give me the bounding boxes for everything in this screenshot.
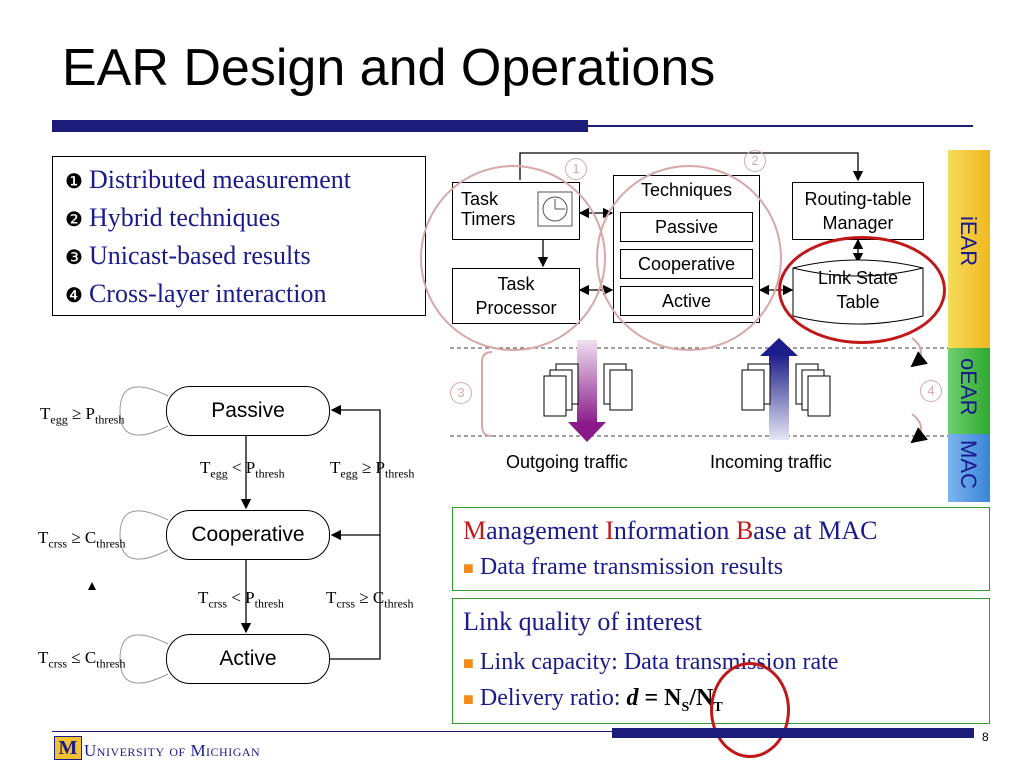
cond-coop-to-active: Tcrss < Pthresh: [198, 588, 284, 611]
cond-passive-self: Tegg ≥ Pthresh: [40, 404, 125, 427]
title-underline-line: [588, 125, 973, 127]
highlight-circle-timers: [420, 165, 606, 351]
oear-label: oEAR: [956, 358, 981, 416]
mib-bullet: ■ Data frame transmission results: [463, 554, 784, 580]
cond-coop-self: Tcrss ≥ Cthresh: [38, 528, 126, 551]
incoming-traffic-label: Incoming traffic: [710, 452, 832, 472]
footer-bar: [612, 728, 974, 738]
number-1-icon: ❶: [65, 169, 83, 193]
footer-line: [52, 731, 612, 732]
outgoing-arrow-shaft: [577, 340, 597, 424]
marker-4: 4: [920, 380, 942, 402]
link-quality-title: Link quality of interest: [463, 607, 703, 636]
iear-label: iEAR: [956, 216, 981, 267]
highlight-ellipse-link-state: [778, 236, 946, 344]
state-passive: Passive: [166, 386, 330, 436]
state-active: Active: [166, 634, 330, 684]
cond-active-self: Tcrss ≤ Cthresh: [38, 648, 126, 671]
number-2-icon: ❷: [65, 207, 83, 231]
state-cooperative: Cooperative: [166, 510, 330, 560]
cond-active-to-coop: Tcrss ≥ Cthresh: [326, 588, 414, 611]
page-number: 8: [982, 730, 989, 744]
mib-title: Management Information Base at MAC: [463, 516, 878, 545]
number-3-icon: ❸: [65, 245, 83, 269]
iear-layer-bar: [948, 150, 990, 348]
oear-layer-bar: [948, 348, 990, 434]
marker-3: 3: [450, 382, 472, 404]
link-quality-bullet-delivery: ■ Delivery ratio: d = NS/NT: [463, 685, 723, 715]
cond-coop-to-passive: Tegg ≥ Pthresh: [330, 458, 415, 481]
number-4-icon: ❹: [65, 283, 83, 307]
university-logo-icon: M: [54, 736, 82, 760]
marker-1: 1: [565, 158, 587, 180]
routing-table-manager-box: Routing-table Manager: [792, 182, 924, 240]
mib-box: Management Information Base at MAC ■ Dat…: [452, 507, 990, 591]
outgoing-traffic-label: Outgoing traffic: [506, 452, 628, 472]
title-underline-bar: [52, 120, 588, 132]
university-name: University of Michigan: [84, 741, 261, 760]
highlight-circle-techniques: [596, 165, 782, 351]
link-quality-bullet-capacity: ■ Link capacity: Data transmission rate: [463, 649, 839, 675]
mac-label: MAC: [956, 440, 981, 489]
highlight-circle-delivery: [710, 662, 790, 758]
page-title: EAR Design and Operations: [62, 39, 716, 97]
cond-passive-to-coop: Tegg < Pthresh: [200, 458, 285, 481]
mac-layer-bar: [948, 434, 990, 502]
marker-2: 2: [744, 150, 766, 172]
